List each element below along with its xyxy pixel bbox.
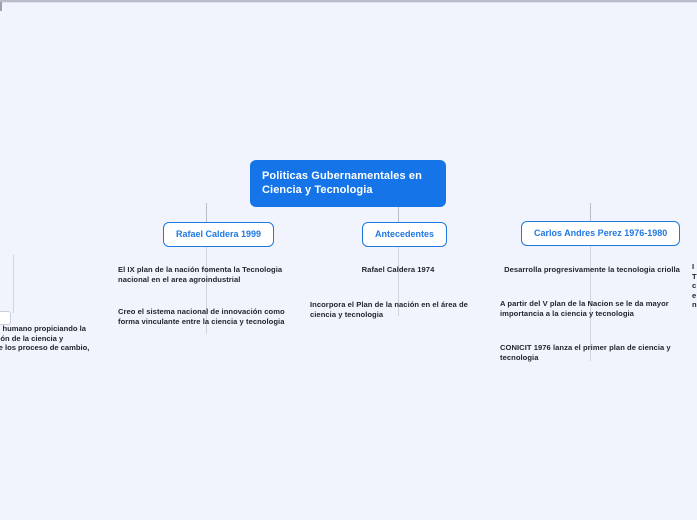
leaf-node[interactable]: Incorpora el Plan de la nación en el áre… bbox=[310, 300, 468, 319]
branch-node-label: Carlos Andres Perez 1976-1980 bbox=[534, 228, 668, 238]
branch-stem-0 bbox=[206, 203, 207, 223]
branch-node-label: Rafael Caldera 1999 bbox=[176, 229, 262, 239]
leaf-node[interactable]: Desarrolla progresivamente la tecnologia… bbox=[504, 265, 680, 274]
leaf-node[interactable]: El IX plan de la nación fomenta la Tecno… bbox=[118, 265, 283, 284]
branch-stem-2 bbox=[590, 203, 591, 222]
leaf-node[interactable]: Rafael Caldera 1974 bbox=[361, 265, 435, 274]
leaf-spine-clipped-left bbox=[13, 255, 14, 313]
leaf-node[interactable]: A partir del V plan de la Nacion se le d… bbox=[500, 299, 669, 318]
branch-node-rafael-caldera-1999[interactable]: Rafael Caldera 1999 bbox=[163, 222, 275, 247]
root-node-label: Politicas Gubernamentales en Ciencia y T… bbox=[262, 170, 422, 196]
branch-node-label: Antecedentes bbox=[375, 229, 435, 239]
leaf-spine-1 bbox=[398, 244, 399, 316]
leaf-spine-2 bbox=[590, 243, 591, 361]
root-node[interactable]: Politicas Gubernamentales en Ciencia y T… bbox=[250, 160, 446, 207]
branch-node-antecedentes[interactable]: Antecedentes bbox=[362, 222, 448, 247]
leaf-spine-0 bbox=[206, 244, 207, 334]
leaf-node[interactable]: Creo el sistema nacional de innovación c… bbox=[118, 307, 285, 326]
clipped-node-left-edge[interactable] bbox=[0, 311, 11, 325]
root-horizontal-connector bbox=[0, 0, 697, 2]
root-stem-connector bbox=[0, 2, 2, 11]
branch-stem-1 bbox=[398, 203, 399, 223]
branch-node-carlos-andres-perez[interactable]: Carlos Andres Perez 1976-1980 bbox=[521, 221, 681, 246]
leaf-node[interactable]: CONICIT 1976 lanza el primer plan de cie… bbox=[500, 343, 671, 362]
